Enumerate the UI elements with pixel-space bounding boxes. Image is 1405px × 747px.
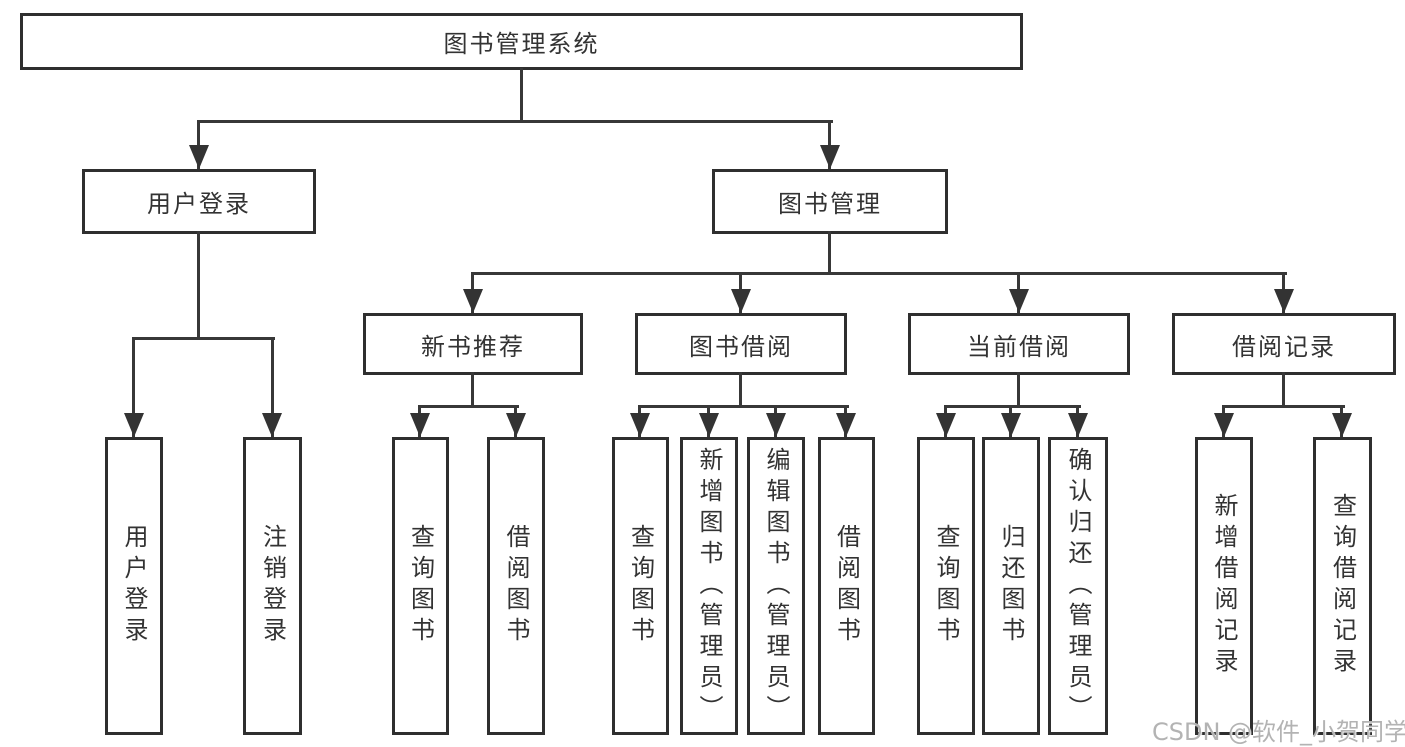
node-label: 新书推荐	[421, 332, 525, 361]
leaf-label: 查询图书	[406, 524, 435, 648]
watermark: CSDN @软件_小贺同学	[1152, 718, 1405, 746]
arrowhead-leaf	[936, 413, 956, 437]
node-label: 用户登录	[147, 190, 251, 218]
leaf-label: 查询借阅记录	[1328, 493, 1357, 679]
node-book-management: 图书管理	[712, 169, 948, 234]
arrowhead-leaf	[766, 413, 786, 437]
node-book-borrowing: 图书借阅	[635, 313, 847, 375]
connector-to-leaf-user-login	[132, 337, 135, 437]
node-label: 图书管理	[778, 190, 882, 218]
arrowhead-book-borrowing	[731, 289, 751, 313]
arrowhead-leaf	[1332, 413, 1352, 437]
node-library-management-system: 图书管理系统	[20, 13, 1023, 70]
connector-user-login-stem	[197, 231, 200, 340]
connector-borrowing-records-hbar	[1222, 405, 1345, 408]
connector-book-mgmt-stem	[828, 231, 831, 275]
leaf-edit-books-admin: 编辑图书（管理员）	[747, 437, 805, 735]
leaf-label: 查询图书	[626, 524, 655, 648]
leaf-label: 新增图书（管理员）	[695, 446, 723, 726]
node-new-book-recommend: 新书推荐	[363, 313, 583, 375]
connector-current-borrowing-stem	[1017, 372, 1020, 408]
node-label: 图书借阅	[689, 332, 793, 361]
leaf-label: 借阅图书	[832, 524, 861, 648]
leaf-label: 用户登录	[120, 524, 148, 648]
arrowhead-leaf-logout	[262, 413, 282, 437]
node-label: 当前借阅	[967, 332, 1071, 361]
arrowhead-current-borrowing	[1009, 289, 1029, 313]
leaf-label: 查询图书	[932, 524, 960, 648]
arrowhead-leaf	[506, 413, 526, 437]
connector-book-mgmt-hbar	[471, 272, 1287, 275]
connector-new-book-stem	[471, 372, 474, 408]
arrowhead-user-login	[189, 145, 209, 169]
connector-root-hbar	[197, 120, 833, 123]
leaf-user-login: 用户登录	[105, 437, 163, 735]
leaf-label: 新增借阅记录	[1210, 493, 1238, 679]
arrowhead-borrowing-records	[1274, 289, 1294, 313]
leaf-label: 借阅图书	[502, 524, 530, 648]
leaf-label: 归还图书	[997, 524, 1025, 648]
node-current-borrowing: 当前借阅	[908, 313, 1130, 375]
leaf-label: 注销登录	[258, 524, 287, 648]
arrowhead-leaf	[630, 413, 650, 437]
connector-to-user-login	[197, 120, 200, 169]
leaf-query-borrow-record: 查询借阅记录	[1313, 437, 1372, 735]
connector-borrowing-records-stem	[1282, 372, 1285, 408]
connector-book-borrowing-hbar	[638, 405, 849, 408]
node-borrowing-records: 借阅记录	[1172, 313, 1396, 375]
leaf-query-books-current: 查询图书	[917, 437, 975, 735]
leaf-label: 编辑图书（管理员）	[762, 446, 790, 726]
arrowhead-leaf	[1214, 413, 1234, 437]
connector-to-book-management	[828, 120, 831, 169]
arrowhead-new-book	[463, 289, 483, 313]
leaf-query-books-borrowing: 查询图书	[612, 437, 669, 735]
arrowhead-leaf	[836, 413, 856, 437]
arrowhead-leaf-user-login	[124, 413, 144, 437]
leaf-confirm-return-admin: 确认归还（管理员）	[1048, 437, 1108, 735]
arrowhead-leaf	[410, 413, 430, 437]
connector-current-borrowing-hbar	[944, 405, 1081, 408]
node-label: 图书管理系统	[443, 30, 600, 58]
leaf-logout: 注销登录	[243, 437, 302, 735]
connector-user-login-hbar	[132, 337, 275, 340]
connector-to-leaf-logout	[271, 337, 274, 437]
leaf-label: 确认归还（管理员）	[1064, 446, 1092, 726]
arrowhead-book-management	[820, 145, 840, 169]
arrowhead-leaf	[1001, 413, 1021, 437]
leaf-borrow-books-recommend: 借阅图书	[487, 437, 545, 735]
leaf-add-books-admin: 新增图书（管理员）	[680, 437, 738, 735]
arrowhead-leaf	[1068, 413, 1088, 437]
leaf-return-books: 归还图书	[982, 437, 1040, 735]
connector-book-borrowing-stem	[739, 372, 742, 408]
connector-root-stem	[520, 68, 523, 123]
leaf-borrow-books: 借阅图书	[818, 437, 875, 735]
leaf-add-borrow-record: 新增借阅记录	[1195, 437, 1253, 735]
node-user-login: 用户登录	[82, 169, 316, 234]
node-label: 借阅记录	[1232, 332, 1336, 361]
connector-new-book-hbar	[418, 405, 519, 408]
leaf-query-books-recommend: 查询图书	[392, 437, 449, 735]
arrowhead-leaf	[699, 413, 719, 437]
